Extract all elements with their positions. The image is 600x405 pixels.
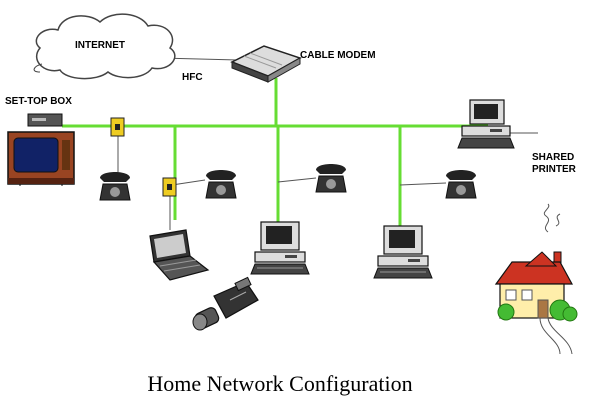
cloud-icon [33,13,176,80]
cable-modem-icon [230,45,302,83]
diagram-caption: Home Network Configuration [147,371,412,396]
network-lines [62,78,488,232]
phone-line-4 [277,177,317,183]
house-icon [494,203,578,355]
telephone-icon [205,170,237,199]
camcorder-icon [192,276,259,331]
telephone-icon [99,172,131,201]
shared-printer-label-line2: PRINTER [532,164,577,175]
phone-line-5 [399,182,447,186]
set-top-box-icon [27,113,63,127]
shared-printer-label-line1: SHARED [532,152,574,163]
set-top-box-label: SET-TOP BOX [5,96,72,107]
cable-modem-label: CABLE MODEM [300,50,376,61]
desktop-computer-icon [250,221,310,275]
internet-label: INTERNET [75,40,125,51]
desktop-computer-icon [373,225,433,279]
tv-icon [7,131,75,186]
printer-computer-icon [457,99,515,149]
wall-jack-icon [162,177,177,197]
telephone-icon [315,164,347,193]
phone-line-2 [171,179,206,186]
telephone-icon [445,170,477,199]
laptop-icon [149,229,210,281]
wall-jack-icon [110,117,125,137]
hfc-label: HFC [182,72,203,83]
